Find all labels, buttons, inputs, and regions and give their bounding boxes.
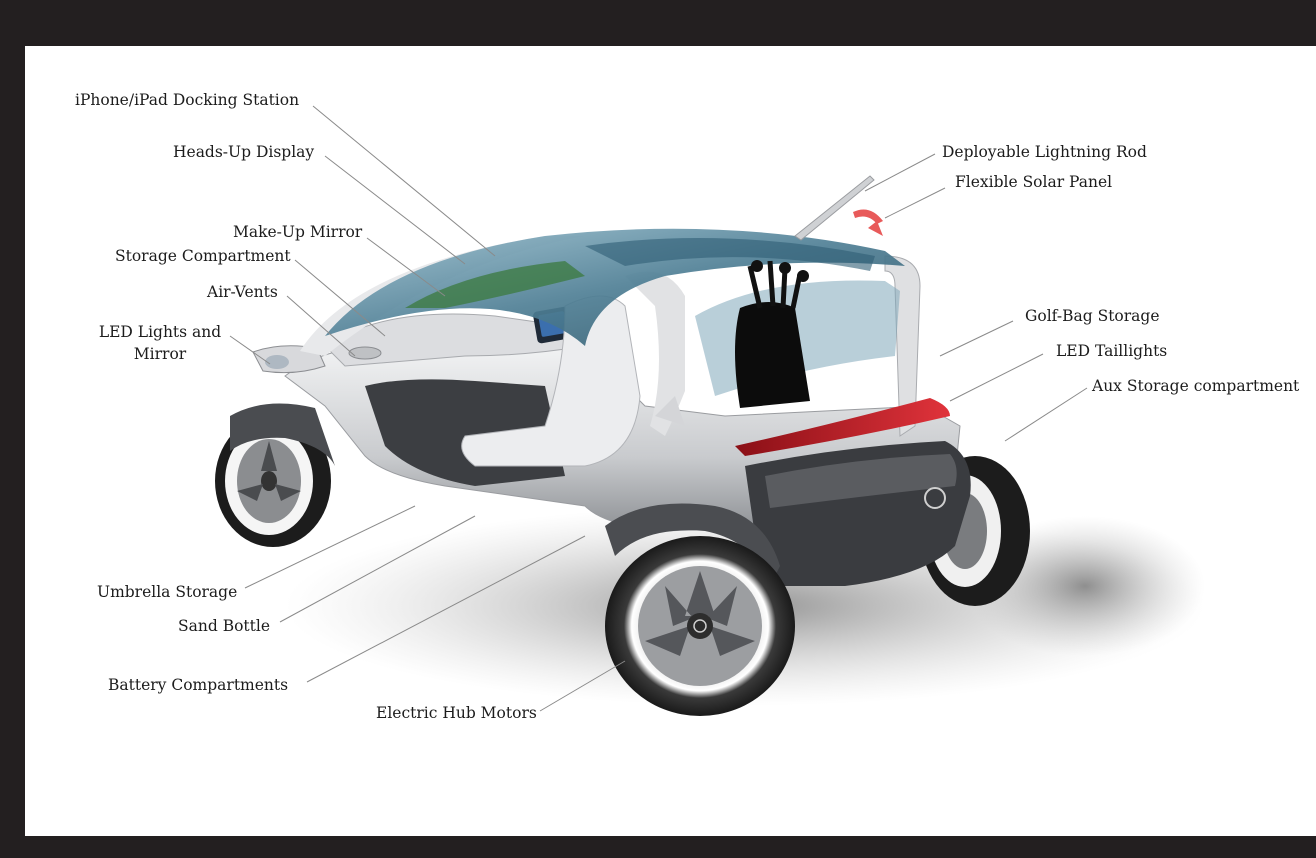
label-lightning-rod: Deployable Lightning Rod bbox=[942, 143, 1147, 161]
label-sand-bottle: Sand Bottle bbox=[178, 617, 271, 635]
golf-cart-illustration bbox=[215, 105, 1205, 716]
label-golf-bag-storage: Golf-Bag Storage bbox=[1025, 307, 1160, 325]
label-umbrella-storage: Umbrella Storage bbox=[97, 583, 238, 601]
label-storage-compartment: Storage Compartment bbox=[115, 247, 291, 265]
label-docking-station: iPhone/iPad Docking Station bbox=[75, 91, 300, 109]
front-left-wheel bbox=[215, 415, 331, 547]
leader-lines bbox=[229, 105, 1088, 712]
diagram-panel: iPhone/iPad Docking Station Heads-Up Dis… bbox=[25, 46, 1316, 836]
label-electric-hub-motors: Electric Hub Motors bbox=[376, 704, 537, 722]
label-led-taillights: LED Taillights bbox=[1056, 342, 1168, 360]
label-air-vents: Air-Vents bbox=[207, 283, 278, 301]
label-led-lights-line2: Mirror bbox=[133, 345, 187, 363]
label-led-lights-line1: LED Lights and bbox=[98, 323, 222, 341]
label-led-lights-mirror: LED Lights and Mirror bbox=[97, 323, 223, 363]
label-heads-up-display: Heads-Up Display bbox=[173, 143, 315, 161]
label-battery-compartments: Battery Compartments bbox=[108, 676, 289, 694]
rear-left-wheel bbox=[605, 503, 795, 716]
label-make-up-mirror: Make-Up Mirror bbox=[233, 223, 363, 241]
label-aux-storage: Aux Storage compartment bbox=[1092, 377, 1300, 395]
label-solar-panel: Flexible Solar Panel bbox=[955, 173, 1113, 191]
cart-body bbox=[230, 175, 971, 586]
